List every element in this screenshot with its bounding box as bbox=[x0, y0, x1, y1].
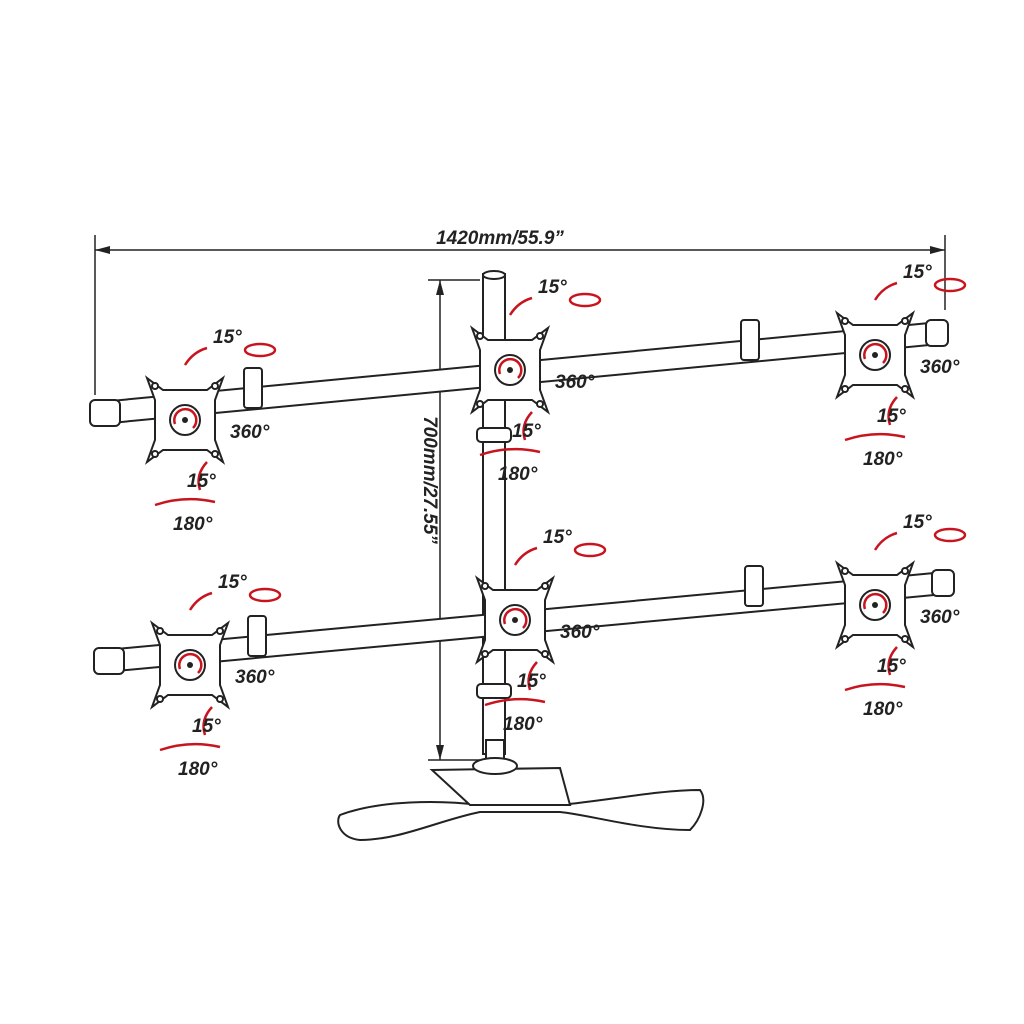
arm-rotate-icon bbox=[568, 292, 602, 308]
screw-hole bbox=[841, 385, 849, 393]
screw-hole bbox=[156, 627, 164, 635]
screw-hole bbox=[211, 450, 219, 458]
rotate-360-icon bbox=[498, 357, 523, 379]
screw-hole bbox=[481, 582, 489, 590]
tilt-up-arrow-icon bbox=[873, 281, 898, 301]
tilt-down-label: 15° bbox=[877, 656, 906, 677]
screw-hole bbox=[541, 650, 549, 658]
screw-hole bbox=[216, 695, 224, 703]
mount-top-center: 15° 360° 15° 180° bbox=[469, 277, 602, 485]
mount-bottom-center: 15° 360° 15° 180° bbox=[474, 527, 607, 735]
rotate-label: 360° bbox=[555, 372, 595, 393]
arm-rotate-icon bbox=[933, 277, 967, 293]
swivel-arrow-icon bbox=[844, 432, 906, 442]
swivel-label: 180° bbox=[498, 464, 538, 485]
tilt-down-arrow-icon bbox=[887, 646, 898, 676]
tilt-up-arrow-icon bbox=[508, 296, 533, 316]
screw-hole bbox=[541, 582, 549, 590]
hub-center bbox=[872, 602, 878, 608]
mount-bottom-left: 15° 360° 15° 180° bbox=[149, 572, 282, 780]
tilt-up-arrow-icon bbox=[873, 531, 898, 551]
mount-bottom-right: 15° 360° 15° 180° bbox=[834, 512, 967, 720]
screw-hole bbox=[211, 382, 219, 390]
swivel-label: 180° bbox=[178, 759, 218, 780]
screw-hole bbox=[151, 450, 159, 458]
tilt-down-label: 15° bbox=[512, 421, 541, 442]
height-label: 700mm/27.55” bbox=[419, 416, 440, 544]
tilt-up-arrow-icon bbox=[183, 346, 208, 366]
swivel-label: 180° bbox=[503, 714, 543, 735]
swivel-label: 180° bbox=[863, 449, 903, 470]
rotate-label: 360° bbox=[235, 667, 275, 688]
screw-hole bbox=[156, 695, 164, 703]
rotate-360-icon bbox=[178, 652, 203, 674]
rotate-360-icon bbox=[863, 592, 888, 614]
tilt-up-label: 15° bbox=[538, 277, 567, 298]
rotate-label: 360° bbox=[560, 622, 600, 643]
base bbox=[337, 757, 705, 842]
tilt-down-label: 15° bbox=[517, 671, 546, 692]
screw-hole bbox=[901, 635, 909, 643]
screw-hole bbox=[841, 567, 849, 575]
tilt-up-arrow-icon bbox=[513, 546, 538, 566]
tilt-down-arrow-icon bbox=[197, 461, 208, 491]
screw-hole bbox=[536, 332, 544, 340]
tilt-down-arrow-icon bbox=[887, 396, 898, 426]
tilt-up-label: 15° bbox=[903, 262, 932, 283]
screw-hole bbox=[151, 382, 159, 390]
tilt-down-arrow-icon bbox=[522, 411, 533, 441]
swivel-label: 180° bbox=[863, 699, 903, 720]
rotate-label: 360° bbox=[920, 607, 960, 628]
screw-hole bbox=[901, 317, 909, 325]
arm-rotate-icon bbox=[248, 587, 282, 603]
tilt-down-arrow-icon bbox=[202, 706, 213, 736]
screw-hole bbox=[481, 650, 489, 658]
hub-center bbox=[872, 352, 878, 358]
tilt-down-label: 15° bbox=[187, 471, 216, 492]
tilt-up-label: 15° bbox=[218, 572, 247, 593]
screw-hole bbox=[841, 317, 849, 325]
hub-center bbox=[187, 662, 193, 668]
arm-rotate-icon bbox=[573, 542, 607, 558]
width-label: 1420mm/55.9” bbox=[436, 228, 564, 249]
swivel-arrow-icon bbox=[484, 697, 546, 707]
rotate-360-icon bbox=[863, 342, 888, 364]
screw-hole bbox=[901, 385, 909, 393]
rotate-360-icon bbox=[503, 607, 528, 629]
tilt-up-arrow-icon bbox=[188, 591, 213, 611]
screw-hole bbox=[476, 332, 484, 340]
screw-hole bbox=[476, 400, 484, 408]
tilt-down-label: 15° bbox=[877, 406, 906, 427]
hub-center bbox=[182, 417, 188, 423]
rotate-360-icon bbox=[173, 407, 198, 429]
swivel-arrow-icon bbox=[479, 447, 541, 457]
swivel-arrow-icon bbox=[154, 497, 216, 507]
swivel-arrow-icon bbox=[844, 682, 906, 692]
screw-hole bbox=[901, 567, 909, 575]
height-dimension: 700mm/27.55” bbox=[419, 279, 480, 761]
rotate-label: 360° bbox=[230, 422, 270, 443]
arm-rotate-icon bbox=[243, 342, 277, 358]
width-dimension: 1420mm/55.9” bbox=[94, 228, 946, 395]
screw-hole bbox=[216, 627, 224, 635]
mount-top-left: 15° 360° 15° 180° bbox=[144, 327, 277, 535]
arm-rotate-icon bbox=[933, 527, 967, 543]
tilt-up-label: 15° bbox=[543, 527, 572, 548]
swivel-arrow-icon bbox=[159, 742, 221, 752]
tilt-down-arrow-icon bbox=[527, 661, 538, 691]
hub-center bbox=[512, 617, 518, 623]
tilt-down-label: 15° bbox=[192, 716, 221, 737]
tilt-up-label: 15° bbox=[903, 512, 932, 533]
tilt-up-label: 15° bbox=[213, 327, 242, 348]
mount-top-right: 15° 360° 15° 180° bbox=[834, 262, 967, 470]
screw-hole bbox=[536, 400, 544, 408]
rotate-label: 360° bbox=[920, 357, 960, 378]
screw-hole bbox=[841, 635, 849, 643]
hub-center bbox=[507, 367, 513, 373]
swivel-label: 180° bbox=[173, 514, 213, 535]
